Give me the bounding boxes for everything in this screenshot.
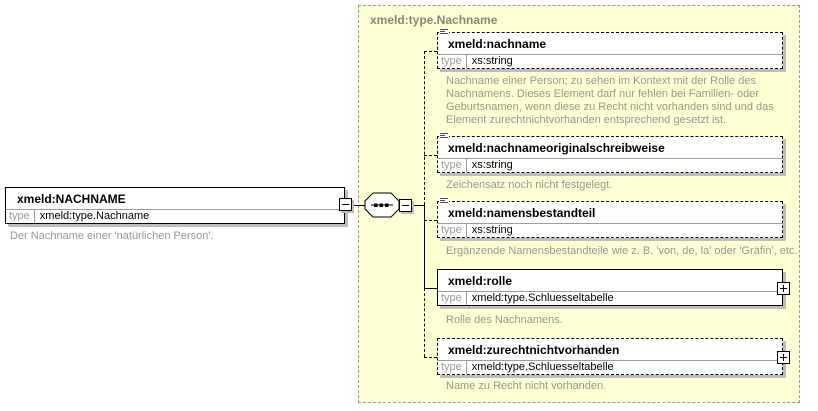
connector-trunk-optional — [424, 51, 425, 205]
element-box-nachname-root[interactable]: xmeld:NACHNAME type xmeld:type.Nachname — [5, 187, 345, 224]
connector-line — [412, 205, 424, 206]
element-name: xmeld:nachname — [448, 37, 547, 51]
type-row: type xs:string — [438, 54, 782, 68]
connector-stub — [424, 357, 437, 358]
collapse-toggle-minus-icon[interactable] — [339, 198, 352, 211]
connector-line — [352, 205, 365, 206]
type-label: type — [438, 292, 467, 305]
type-label: type — [438, 159, 467, 172]
sequence-collapse-toggle-minus-icon[interactable] — [399, 199, 412, 212]
element-box-nachnameoriginalschreibweise[interactable]: xmeld:nachnameoriginalschreibweise type … — [437, 132, 783, 173]
connector-stub — [424, 51, 437, 52]
minus-glyph — [342, 204, 349, 205]
element-name: xmeld:nachnameoriginalschreibweise — [448, 141, 665, 155]
type-label: type — [438, 224, 467, 237]
type-value: xs:string — [471, 55, 513, 67]
expand-toggle-plus-icon[interactable] — [777, 282, 790, 295]
element-name: xmeld:rolle — [448, 274, 513, 288]
minus-glyph — [402, 205, 409, 206]
type-label: type — [6, 210, 35, 223]
type-value: xmeld:type.Schluesseltabelle — [471, 361, 614, 373]
type-value: xmeld:type.Nachname — [39, 210, 150, 222]
complex-type-title: xmeld:type.Nachname — [370, 13, 498, 27]
element-box-nachname[interactable]: xmeld:nachname type xs:string — [437, 28, 783, 69]
element-name: xmeld:NACHNAME — [17, 192, 126, 206]
text-content-icon — [439, 132, 449, 141]
connector-stub — [424, 220, 437, 221]
type-label: type — [438, 361, 467, 374]
sequence-compositor-icon[interactable] — [363, 191, 403, 219]
type-value: xs:string — [471, 224, 513, 236]
type-row: type xmeld:type.Schluesseltabelle — [438, 360, 782, 374]
connector-trunk-optional — [424, 288, 425, 357]
element-annotation: Rolle des Nachnamens. — [446, 314, 563, 326]
type-value: xs:string — [471, 159, 513, 171]
element-name: xmeld:namensbestandteil — [448, 206, 596, 220]
type-row: type xmeld:type.Nachname — [6, 209, 344, 223]
type-value: xmeld:type.Schluesseltabelle — [471, 292, 614, 304]
text-content-icon — [439, 197, 449, 206]
connector-stub — [424, 155, 437, 156]
connector-stub — [424, 288, 437, 289]
type-label: type — [438, 55, 467, 68]
type-row: type xs:string — [438, 158, 782, 172]
element-name: xmeld:zurechtnichtvorhanden — [448, 343, 620, 357]
element-annotation: Zeichensatz noch nicht festgelegt. — [446, 179, 613, 191]
type-row: type xs:string — [438, 223, 782, 237]
element-annotation: Der Nachname einer 'natürlichen Person'. — [10, 230, 214, 242]
element-annotation: Ergänzende Namensbestandteile wie z. B. … — [446, 245, 798, 257]
element-box-rolle[interactable]: xmeld:rolle type xmeld:type.Schluesselta… — [437, 269, 790, 306]
element-box-namensbestandteil[interactable]: xmeld:namensbestandteil type xs:string — [437, 197, 783, 238]
type-row: type xmeld:type.Schluesseltabelle — [438, 291, 782, 305]
connector-trunk-required — [424, 205, 425, 288]
text-content-icon — [439, 28, 449, 37]
element-annotation: Name zu Recht nicht vorhanden. — [446, 380, 607, 392]
expand-toggle-plus-icon[interactable] — [777, 351, 790, 364]
plus-glyph — [783, 285, 784, 292]
element-annotation: Nachname einer Person; zu sehen im Konte… — [446, 75, 774, 126]
plus-glyph — [783, 354, 784, 361]
element-box-zurechtnichtvorhanden[interactable]: xmeld:zurechtnichtvorhanden type xmeld:t… — [437, 338, 790, 375]
